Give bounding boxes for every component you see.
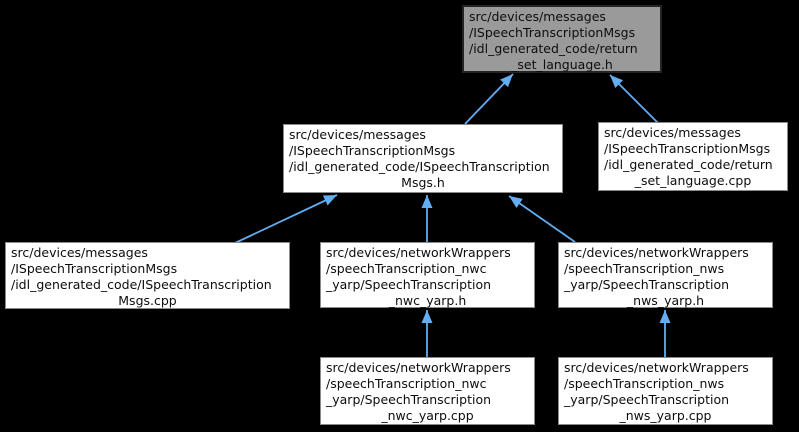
- node-label-line: _nws_yarp.h: [626, 293, 705, 308]
- node-ispeechtranscriptionmsgs-h[interactable]: src/devices/messages /ISpeechTranscripti…: [283, 124, 563, 193]
- edge-msgs-cpp-to-msgs-h: [234, 194, 338, 244]
- edge-nws-h-to-msgs-h: [508, 195, 576, 243]
- node-label-line: /ISpeechTranscriptionMsgs: [469, 25, 636, 40]
- node-label-line: /idl_generated_code/return: [604, 157, 773, 172]
- node-label-line: /ISpeechTranscriptionMsgs: [604, 141, 771, 156]
- node-return-set-language-cpp[interactable]: src/devices/messages /ISpeechTranscripti…: [598, 122, 788, 191]
- node-label-line: _yarp/SpeechTranscription: [326, 392, 492, 407]
- node-label-line: _nwc_yarp.h: [388, 293, 467, 308]
- edge-return-cpp-to-return-set-language-h: [609, 74, 659, 124]
- node-ispeechtranscriptionmsgs-cpp[interactable]: src/devices/messages /ISpeechTranscripti…: [5, 242, 290, 309]
- node-label-line: _nws_yarp.cpp: [619, 408, 712, 423]
- edge-msgs-h-to-return-set-language-h: [464, 73, 514, 125]
- node-label-line: /idl_generated_code/ISpeechTranscription: [11, 277, 272, 292]
- node-speechtranscription-nws-yarp-cpp[interactable]: src/devices/networkWrappers /speechTrans…: [558, 357, 773, 425]
- node-label-line: src/devices/messages: [11, 245, 148, 260]
- node-label-line: _yarp/SpeechTranscription: [326, 277, 492, 292]
- node-speechtranscription-nwc-yarp-cpp[interactable]: src/devices/networkWrappers /speechTrans…: [320, 357, 535, 425]
- node-label-line: /speechTranscription_nws: [564, 376, 725, 391]
- node-label-line: _yarp/SpeechTranscription: [564, 392, 730, 407]
- node-label-line: src/devices/networkWrappers: [564, 245, 749, 260]
- node-label-line: /ISpeechTranscriptionMsgs: [289, 143, 456, 158]
- node-speechtranscription-nws-yarp-h[interactable]: src/devices/networkWrappers /speechTrans…: [558, 242, 773, 308]
- node-speechtranscription-nwc-yarp-h[interactable]: src/devices/networkWrappers /speechTrans…: [320, 242, 535, 308]
- node-label-line: /speechTranscription_nwc: [326, 261, 487, 276]
- node-label-line: /idl_generated_code/ISpeechTranscription: [289, 159, 550, 174]
- node-label-line: src/devices/messages: [469, 9, 606, 24]
- node-label-line: src/devices/messages: [289, 127, 426, 142]
- node-label-line: src/devices/messages: [604, 125, 741, 140]
- node-return-set-language-h[interactable]: src/devices/messages /ISpeechTranscripti…: [462, 5, 662, 73]
- node-label-line: Msgs.h: [401, 175, 445, 190]
- node-label-line: /speechTranscription_nws: [564, 261, 725, 276]
- node-label-line: src/devices/networkWrappers: [564, 360, 749, 375]
- node-label-line: _set_language.h: [511, 57, 613, 72]
- node-label-line: _nwc_yarp.cpp: [381, 408, 474, 423]
- node-label-line: src/devices/networkWrappers: [326, 360, 511, 375]
- node-label-line: /ISpeechTranscriptionMsgs: [11, 261, 178, 276]
- node-label-line: Msgs.cpp: [118, 293, 177, 308]
- node-label-line: /speechTranscription_nwc: [326, 376, 487, 391]
- node-label-line: _set_language.cpp: [634, 173, 752, 188]
- node-label-line: src/devices/networkWrappers: [326, 245, 511, 260]
- node-label-line: /idl_generated_code/return: [469, 41, 638, 56]
- node-label-line: _yarp/SpeechTranscription: [564, 277, 730, 292]
